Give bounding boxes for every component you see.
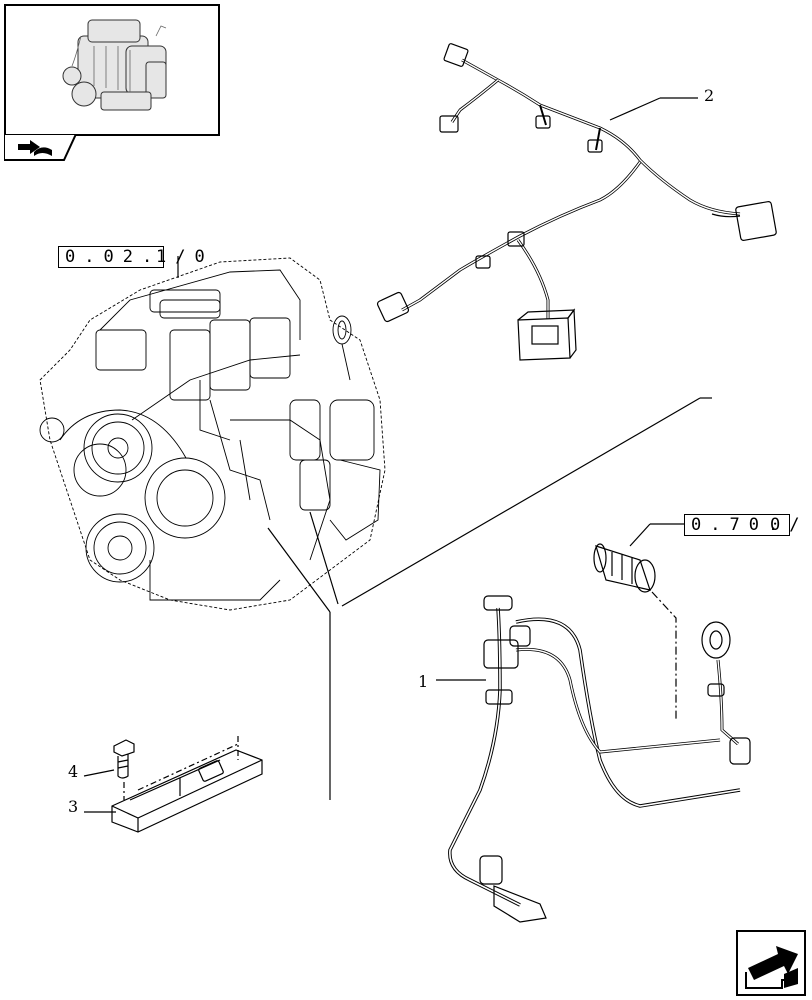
next-page-arrow-icon: [745, 946, 798, 989]
wiring-harness[interactable]: [376, 43, 777, 361]
temperature-sensor[interactable]: [593, 543, 656, 593]
sensor-reference-code: 0.70.: [691, 515, 788, 535]
engine-reference-suffix: 1/0: [156, 247, 214, 267]
callout-item-4[interactable]: 4: [68, 762, 79, 781]
sensor-reference-box[interactable]: 0.70.: [684, 514, 791, 536]
injection-pipe[interactable]: [448, 595, 751, 923]
engine-thumbnail[interactable]: [4, 4, 220, 136]
engine-reference-box[interactable]: 0.02.: [58, 246, 165, 268]
engine-reference-code: 0.02.: [65, 247, 162, 267]
cover-plate[interactable]: [111, 749, 263, 833]
book-arrow-icon[interactable]: [4, 134, 84, 164]
next-page-button[interactable]: [736, 930, 806, 996]
retaining-bolt[interactable]: [113, 739, 135, 779]
callout-item-3[interactable]: 3: [68, 797, 79, 816]
engine-assembly[interactable]: [39, 257, 386, 611]
sensor-reference-suffix: 0/: [770, 515, 809, 535]
callout-item-2[interactable]: 2: [704, 86, 715, 105]
engine-thumbnail-icon: [62, 19, 167, 111]
callout-item-1[interactable]: 1: [418, 672, 429, 691]
